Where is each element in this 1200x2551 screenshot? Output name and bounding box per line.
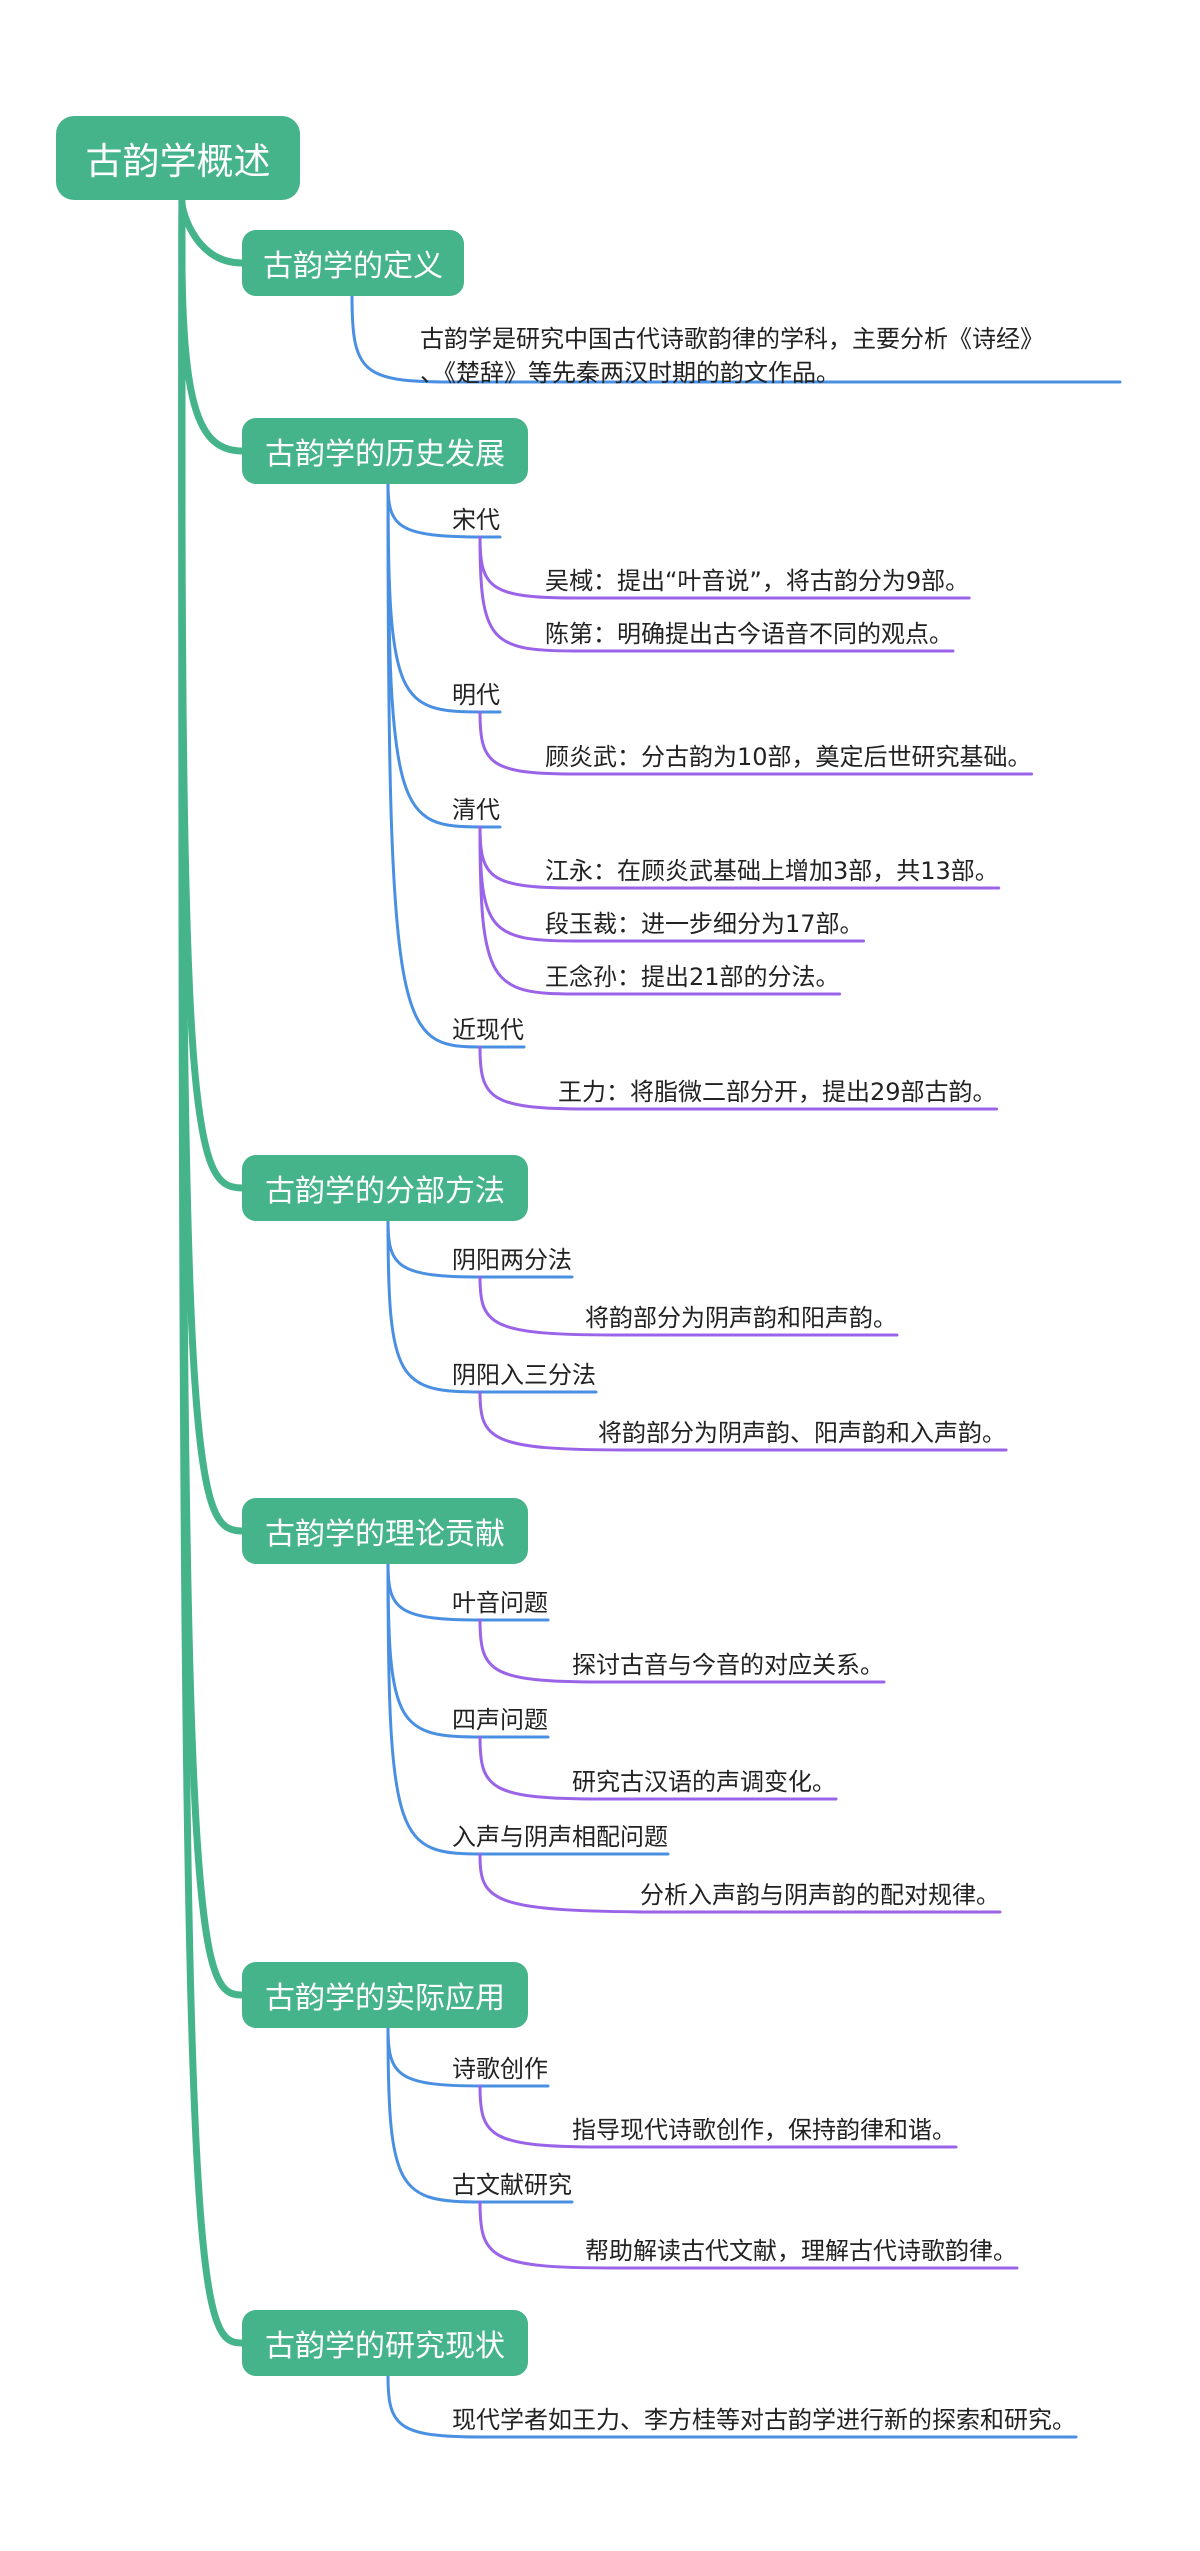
history-qing-item: 王念孙：提出21部的分法。 [545, 963, 840, 991]
app-literature[interactable]: 古文献研究 [452, 2171, 572, 2199]
section-application[interactable]: 古韵学的实际应用 [242, 1962, 528, 2028]
theory-tones[interactable]: 四声问题 [452, 1706, 548, 1734]
app-literature-item: 帮助解读古代文献，理解古代诗歌韵律。 [585, 2237, 1017, 2265]
history-song[interactable]: 宋代 [452, 506, 500, 534]
section-methods[interactable]: 古韵学的分部方法 [242, 1155, 528, 1221]
root-node[interactable]: 古韵学概述 [56, 116, 300, 200]
history-qing[interactable]: 清代 [452, 796, 500, 824]
history-ming[interactable]: 明代 [452, 681, 500, 709]
method-two-way[interactable]: 阴阳两分法 [452, 1246, 572, 1274]
status-text: 现代学者如王力、李方桂等对古韵学进行新的探索和研究。 [452, 2406, 1076, 2434]
history-ming-item: 顾炎武：分古韵为10部，奠定后世研究基础。 [545, 743, 1032, 771]
history-qing-item: 江永：在顾炎武基础上增加3部，共13部。 [545, 857, 999, 885]
theory-rusheng-item: 分析入声韵与阴声韵的配对规律。 [640, 1881, 1000, 1909]
section-definition[interactable]: 古韵学的定义 [242, 230, 464, 296]
theory-rusheng[interactable]: 入声与阴声相配问题 [452, 1823, 668, 1851]
history-song-item: 陈第：明确提出古今语音不同的观点。 [545, 620, 953, 648]
section-history[interactable]: 古韵学的历史发展 [242, 418, 528, 484]
theory-xieyin[interactable]: 叶音问题 [452, 1589, 548, 1617]
app-poetry[interactable]: 诗歌创作 [452, 2055, 548, 2083]
section-status[interactable]: 古韵学的研究现状 [242, 2310, 528, 2376]
method-three-way[interactable]: 阴阳入三分法 [452, 1361, 596, 1389]
method-three-way-item: 将韵部分为阴声韵、阳声韵和入声韵。 [598, 1419, 1006, 1447]
app-poetry-item: 指导现代诗歌创作，保持韵律和谐。 [572, 2116, 956, 2144]
history-modern[interactable]: 近现代 [452, 1016, 524, 1044]
theory-tones-item: 研究古汉语的声调变化。 [572, 1768, 836, 1796]
history-qing-item: 段玉裁：进一步细分为17部。 [545, 910, 864, 938]
section-theory[interactable]: 古韵学的理论贡献 [242, 1498, 528, 1564]
history-song-item: 吴棫：提出“叶音说”，将古韵分为9部。 [545, 567, 970, 595]
history-modern-item: 王力：将脂微二部分开，提出29部古韵。 [558, 1078, 997, 1106]
theory-xieyin-item: 探讨古音与今音的对应关系。 [572, 1651, 884, 1679]
method-two-way-item: 将韵部分为阴声韵和阳声韵。 [585, 1304, 897, 1332]
definition-text: 古韵学是研究中国古代诗歌韵律的学科，主要分析《诗经》 、《楚辞》等先秦两汉时期的… [420, 325, 1044, 387]
